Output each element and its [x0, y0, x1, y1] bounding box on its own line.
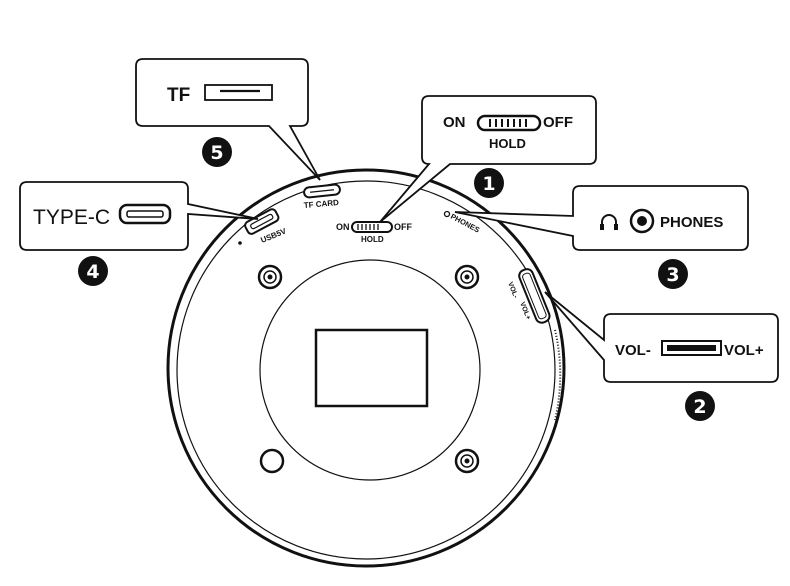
- callout-power-on: ON: [443, 114, 466, 131]
- callout-phones: PHONES: [454, 185, 749, 251]
- device-volume-rocker: [518, 268, 551, 324]
- badge-4: 4: [78, 256, 108, 286]
- screen: [314, 328, 429, 408]
- usb-indicator-dot: [238, 241, 242, 245]
- callout-power-off: OFF: [543, 114, 573, 131]
- screw-top-right: [454, 264, 480, 290]
- callout-tf: TF: [135, 58, 321, 181]
- badge-5: 5: [202, 137, 232, 167]
- callout-volume-plus: VOL+: [724, 342, 764, 359]
- callout-power-hold: HOLD: [489, 136, 526, 151]
- hole-bottom-left: [259, 448, 285, 474]
- volume-rocker-icon: [661, 340, 722, 356]
- device-switch-on: ON: [336, 222, 350, 232]
- center-ring: [259, 259, 481, 481]
- callout-typec: TYPE-C: [19, 181, 259, 251]
- device-switch: [351, 221, 393, 233]
- device-phones-jack: [443, 210, 451, 218]
- audio-jack-icon: [629, 208, 655, 234]
- callout-power: ON OFF HOLD: [379, 95, 597, 223]
- usb-c-icon: [118, 203, 172, 225]
- callout-tf-label: TF: [167, 85, 190, 106]
- callout-volume-minus: VOL-: [615, 342, 651, 359]
- headphones-icon: [600, 214, 618, 230]
- device-switch-hold: HOLD: [361, 235, 384, 244]
- callout-volume: VOL- VOL+: [544, 291, 779, 383]
- svg-text:2: 2: [693, 396, 706, 418]
- device-side-edge: [554, 329, 562, 421]
- badge-2: 2: [685, 391, 715, 421]
- badge-1: 1: [474, 168, 504, 198]
- device-inner-ring: [176, 180, 556, 560]
- tf-card-slot-icon: [204, 84, 273, 101]
- device-switch-off: OFF: [394, 222, 412, 232]
- svg-text:4: 4: [86, 261, 99, 283]
- power-switch-icon: [476, 114, 542, 132]
- svg-text:5: 5: [210, 142, 223, 164]
- callout-phones-label: PHONES: [660, 214, 723, 231]
- callout-typec-label: TYPE-C: [33, 206, 110, 229]
- screw-top-left: [257, 264, 283, 290]
- usb-port: [244, 208, 280, 235]
- svg-text:3: 3: [666, 264, 679, 286]
- svg-text:1: 1: [482, 173, 495, 195]
- tf-slot: [303, 183, 341, 199]
- badge-3: 3: [658, 259, 688, 289]
- device-tf-label: TF CARD: [303, 198, 339, 210]
- screw-bottom-right: [454, 448, 480, 474]
